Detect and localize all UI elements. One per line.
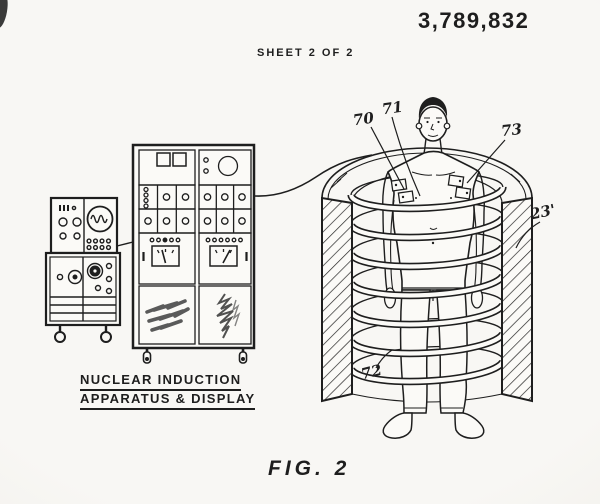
leader-23prime <box>515 221 541 249</box>
analog-meter-icon <box>209 245 238 267</box>
ref-numeral-70: 70 <box>351 108 376 130</box>
cabinet-chamber-cable <box>254 154 373 197</box>
oscilloscope-cart <box>44 196 134 343</box>
patient-coil-chamber <box>321 97 541 439</box>
leader-73 <box>466 139 506 184</box>
coil-clamps <box>390 174 472 204</box>
cart-cabinet-cable <box>116 241 134 247</box>
induction-apparatus-cabinet <box>131 143 373 364</box>
apparatus-caption: NUCLEAR INDUCTION APPARATUS & DISPLAY <box>80 372 256 410</box>
cabinet-feet <box>142 348 248 364</box>
scope-left-panel <box>58 205 82 240</box>
coil-front-turns <box>347 186 507 386</box>
caption-line-2: APPARATUS & DISPLAY <box>80 391 256 410</box>
leader-72 <box>375 349 393 369</box>
patent-number: 3,789,832 <box>418 8 530 33</box>
cabinet-knob-panels <box>138 184 252 234</box>
hair <box>418 97 448 119</box>
horizontal-trace-icon <box>145 299 190 332</box>
leader-70 <box>370 126 405 190</box>
cart-lower-console <box>44 251 122 327</box>
ref-numeral-73: 73 <box>500 119 523 141</box>
caption-line-1: NUCLEAR INDUCTION <box>80 372 242 391</box>
sheet-label: SHEET 2 OF 2 <box>257 47 355 59</box>
right-shoe <box>454 412 485 439</box>
analog-meter-icon <box>151 245 180 267</box>
ref-numeral-71: 71 <box>380 97 405 119</box>
meter-panels <box>138 232 252 285</box>
chamber-walls <box>321 196 533 403</box>
leader-71 <box>391 116 421 197</box>
spiky-waveform-icon <box>216 293 241 339</box>
left-shoe <box>382 412 413 439</box>
sine-wave-screen-icon <box>86 205 114 251</box>
figure-label: FIG. 2 <box>268 457 351 480</box>
recorder-display-panels <box>138 285 252 345</box>
cart-casters <box>54 325 112 343</box>
reference-leader-lines <box>370 116 541 369</box>
